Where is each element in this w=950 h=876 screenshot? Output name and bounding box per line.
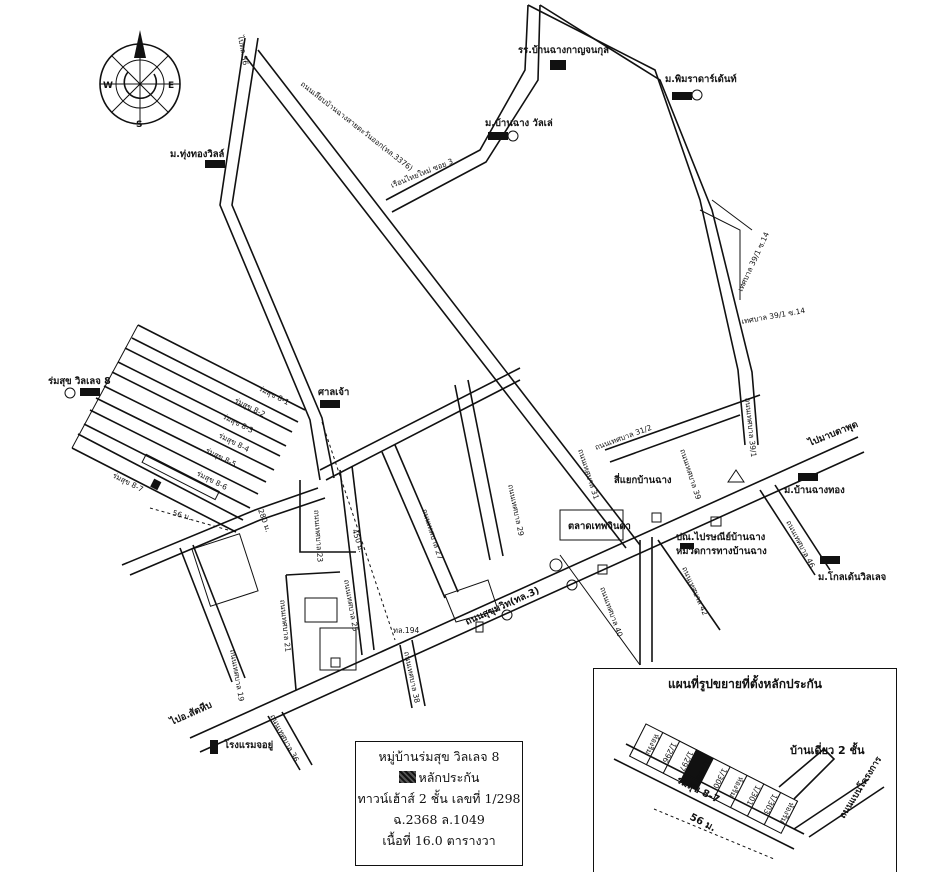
inset-detached: บ้านเดี่ยว 2 ชั้น xyxy=(790,742,865,757)
legend-area: เนื้อที่ 16.0 ตารางวา xyxy=(382,833,496,848)
gas-station-icon xyxy=(566,579,578,591)
inset-road: ถนนแบนโครงการ xyxy=(836,754,884,821)
bus-stop-icon xyxy=(475,621,484,633)
townhouse-strip xyxy=(141,453,220,501)
legend-box: หมู่บ้านร่มสุข วิลเลจ 8 หลักประกัน ทาวน์… xyxy=(355,741,523,866)
street-t39: ถนนเทศบาล 39 xyxy=(678,448,703,501)
label-ban-chang-thong: ม.บ้านฉางทอง xyxy=(784,484,845,496)
hotel-building-icon xyxy=(210,740,218,754)
inset-distance: 56 ม. xyxy=(688,812,718,834)
sukhumvit-highway xyxy=(189,436,865,753)
roundabout-icon xyxy=(549,558,563,572)
building-icons xyxy=(80,60,840,754)
marker-numbers xyxy=(64,89,703,399)
street-8-2: ร่มสุข 8-2 xyxy=(233,396,267,419)
label-phimrada: ม.พิมราดาร์เด้นท์ xyxy=(665,73,737,85)
inset-title: แผนที่รูปขยายที่ตั้งหลักประกัน xyxy=(667,677,822,691)
street-t39-1-14a: เทศบาล 39/1 ซ.14 xyxy=(736,230,771,292)
street-t39-1: ถนนเทศบาล 39/1 xyxy=(743,397,758,458)
street-t29: ถนนเทศบาล 29 xyxy=(506,484,526,538)
street-8-3: ร่มสุข 8-3 xyxy=(221,412,255,435)
school-building-icon xyxy=(550,60,566,70)
street-t46: ถนนเทศบาล 46 xyxy=(784,519,817,570)
street-t39-1-14b: เทศบาล 39/1 ซ.14 xyxy=(741,306,806,326)
post-office-icon xyxy=(710,516,722,527)
ban-chang-thong-building-icon xyxy=(798,473,818,481)
legend-collateral: หลักประกัน xyxy=(418,770,480,785)
label-sukhumvit: ถนนสุขุมวิท(ทล.3) xyxy=(464,585,541,628)
street-t25: ถนนเทศบาล 25 xyxy=(342,579,360,633)
label-post: ปณ.ไปรษณีย์บ้านฉาง xyxy=(676,531,766,543)
label-romsuk8: ร่มสุข วิลเลจ 8 xyxy=(48,376,111,387)
label-map-ta-phut: ไปมาบตาพุด xyxy=(806,418,860,449)
street-t42: ถนนเทศบาล 42 xyxy=(680,565,710,617)
golden-villa-building-icon xyxy=(820,556,840,564)
label-hotel: โรงแรมจอยู่ xyxy=(223,739,273,752)
street-t23: ถนนเทศบาล 23 xyxy=(312,510,325,563)
bypass-road xyxy=(244,49,641,549)
street-t40: ถนนเทศบาล 40 xyxy=(598,586,625,639)
label-golden-villa: ม.โกลเด้นวิลเลจ xyxy=(818,571,886,583)
temple-icon xyxy=(727,469,745,483)
distance-450: 450 ม. xyxy=(350,528,366,554)
compass-w: W xyxy=(103,81,113,91)
phimrada-building-icon xyxy=(672,92,692,100)
bank-icon xyxy=(501,609,513,621)
distance-56: 56 ม. xyxy=(171,508,192,522)
street-8-7: ร่มสุข 8-7 xyxy=(111,471,145,494)
label-to-36: ไปทล.36 xyxy=(236,34,250,66)
label-thung-thong: ม.ทุ่งทองวิลล์ xyxy=(170,148,225,160)
market-box xyxy=(559,509,624,541)
compass-rose: N S E W xyxy=(99,30,181,130)
seven-eleven-icon-2 xyxy=(597,564,608,575)
label-shrine: ศาลเจ้า xyxy=(318,386,349,398)
label-villa: ม.บ้านฉาง วัลเล่ xyxy=(485,117,553,129)
point-icons xyxy=(330,469,745,668)
label-school: รร.บ้านฉางกาญจนกุล xyxy=(518,44,609,56)
legend-house: ทาวน์เฮ้าส์ 2 ชั้น เลขที่ 1/298 xyxy=(357,791,521,806)
road-to-36 xyxy=(219,37,335,481)
label-junction: ทล.194 xyxy=(393,626,419,635)
northeast-road xyxy=(385,4,759,446)
romsuk8-building-icon xyxy=(80,388,100,396)
legend-title: หมู่บ้านร่มสุข วิลเลจ 8 xyxy=(378,749,500,764)
shrine-icon xyxy=(320,400,340,408)
street-t31: ถนนเทศบาล 31 xyxy=(576,448,601,501)
villa-building-icon xyxy=(488,132,508,140)
compass-e: E xyxy=(168,81,174,91)
inset-canvas: ห้องริม1/2961/2971/2981/300ห้องริม1/3011… xyxy=(613,723,885,860)
seven-eleven-icon-1 xyxy=(651,512,662,523)
legend-deed: ฉ.2368 ล.1049 xyxy=(393,812,485,827)
street-t27: ถนนเทศบาล 27 xyxy=(420,508,445,561)
thung-thong-building-icon xyxy=(205,160,225,168)
inset-plot xyxy=(763,791,799,834)
collateral-swatch-icon xyxy=(398,771,416,783)
compass-n: N xyxy=(136,43,144,53)
label-police: หมวดการทางบ้านฉาง xyxy=(676,545,767,557)
market-label: ตลาดเทพจินดา xyxy=(568,521,631,532)
seven-eleven-icon-3 xyxy=(330,657,341,668)
street-t21: ถนนเทศบาล 21 xyxy=(278,599,292,652)
compass-s: S xyxy=(136,120,142,130)
legend-collateral-row: หลักประกัน xyxy=(356,767,522,788)
police-building-icon xyxy=(680,543,694,549)
romsuk-streets xyxy=(71,324,306,533)
label-sam-yaek: สี่แยกบ้านฉาง xyxy=(614,472,672,486)
label-sattahip: ไปอ.สัตหีบ xyxy=(167,699,213,728)
street-t31-2: ถนนเทศบาล 31/2 xyxy=(594,423,654,452)
